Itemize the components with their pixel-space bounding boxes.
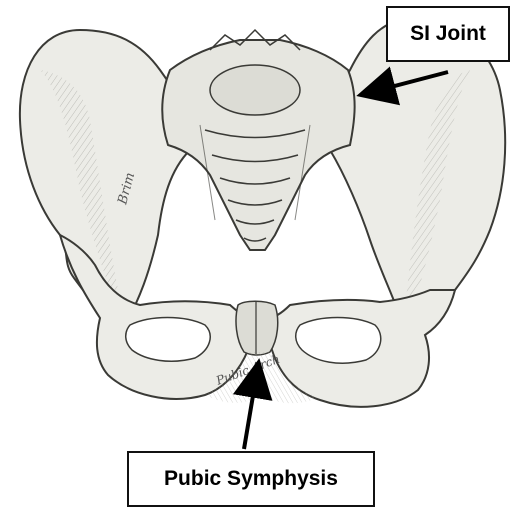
sacral-promontory: [210, 65, 300, 115]
si-joint-label: SI Joint: [386, 6, 510, 62]
pubic-symphysis-label: Pubic Symphysis: [127, 451, 375, 507]
pubic-symphysis-bone: [236, 301, 278, 355]
pubic-symphysis-label-text: Pubic Symphysis: [164, 467, 338, 491]
left-obturator-foramen: [126, 318, 210, 362]
si-joint-label-text: SI Joint: [410, 22, 486, 46]
